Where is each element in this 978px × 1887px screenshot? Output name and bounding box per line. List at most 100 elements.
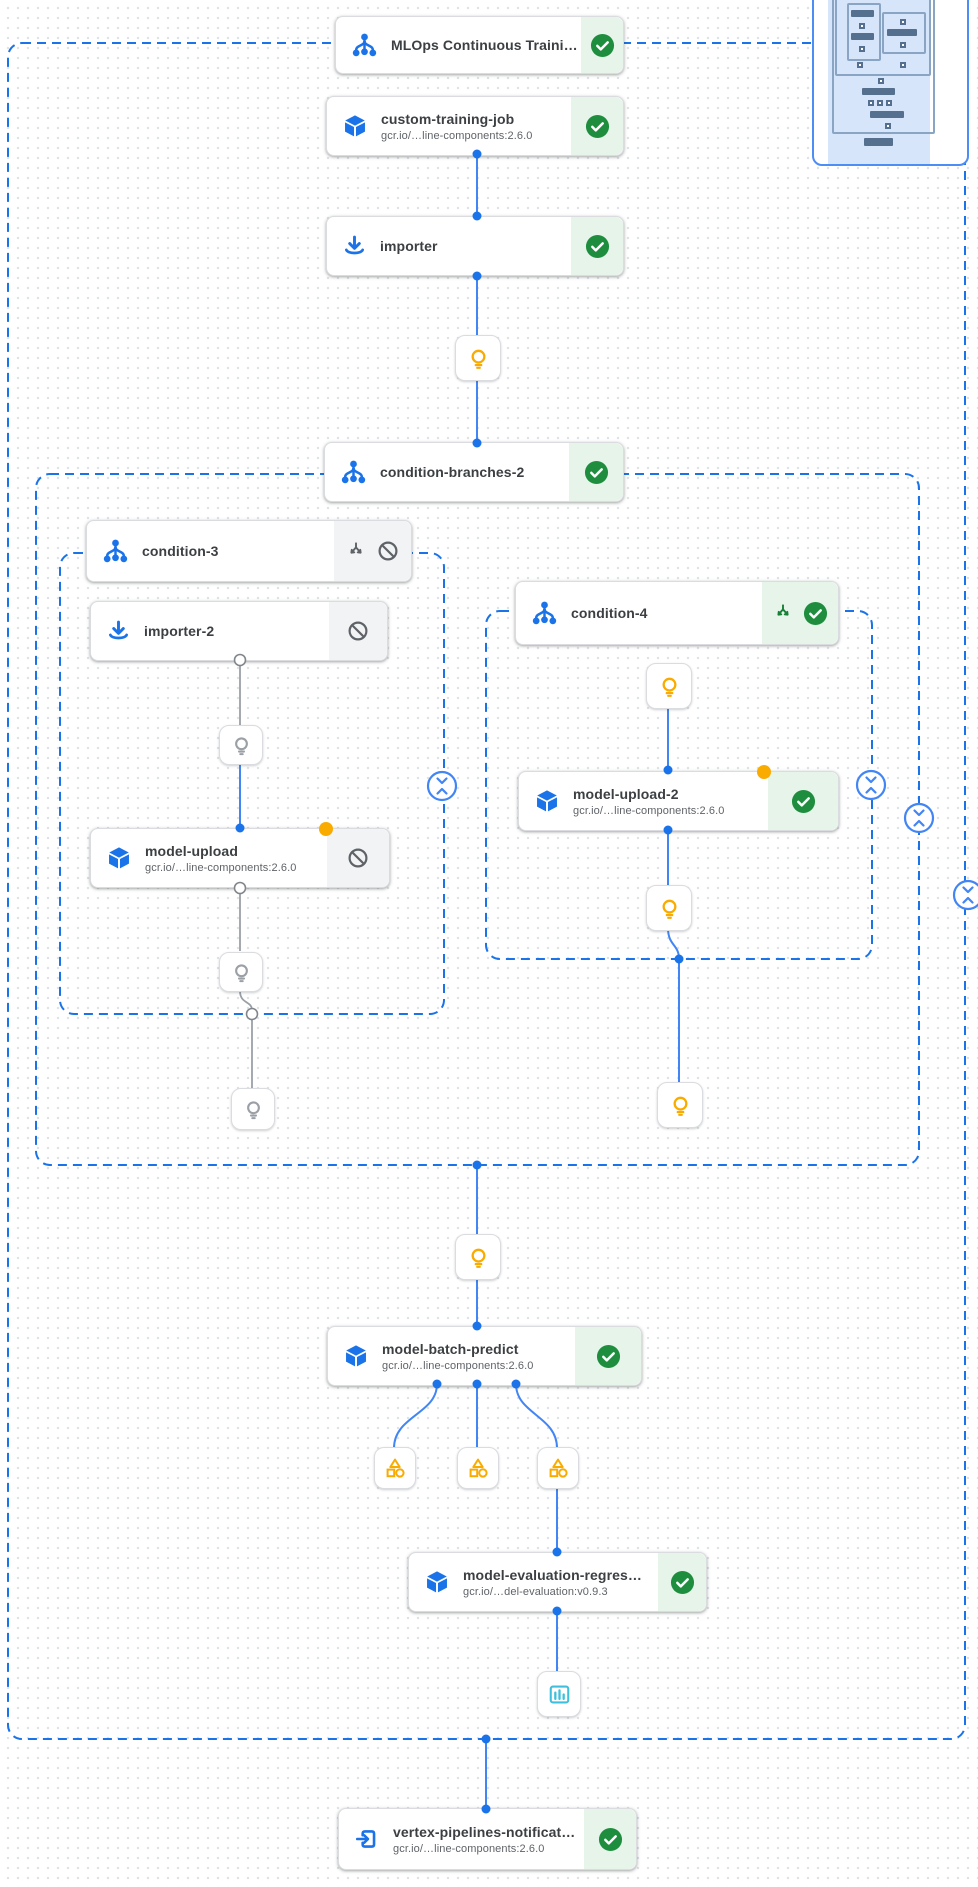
metrics-artifact-icon: [466, 1456, 490, 1480]
check-circle-icon: [590, 33, 615, 58]
status-skipped: [327, 829, 389, 887]
lightbulb-artifact-icon: [657, 896, 682, 921]
minimap[interactable]: [812, 0, 969, 166]
status-succeeded: [581, 17, 623, 73]
status-skipped: [334, 521, 411, 581]
minimap-branches-box: [835, 0, 931, 76]
collapse-button-condition-3[interactable]: [426, 770, 458, 802]
lightbulb-artifact-icon: [230, 734, 253, 757]
node-subtitle: gcr.io/…line-components:2.6.0: [382, 1359, 534, 1372]
metrics-artifact-icon: [546, 1456, 570, 1480]
status-succeeded: [575, 1327, 641, 1385]
collapse-icon: [913, 809, 925, 827]
status-succeeded: [658, 1553, 706, 1611]
artifact-bulb-importer-output[interactable]: [455, 335, 501, 381]
node-custom-training-job[interactable]: custom-training-job gcr.io/…line-compone…: [326, 96, 624, 156]
container-cube-icon: [534, 788, 560, 814]
lightbulb-artifact-icon: [242, 1098, 265, 1121]
node-importer-2[interactable]: importer-2: [90, 601, 388, 661]
collapse-icon: [865, 776, 877, 794]
node-condition-branches-2[interactable]: condition-branches-2: [324, 442, 624, 502]
status-succeeded: [768, 772, 838, 830]
node-model-upload[interactable]: model-upload gcr.io/…line-components:2.6…: [90, 828, 390, 888]
node-subtitle: gcr.io/…line-components:2.6.0: [393, 1842, 545, 1855]
artifact-bulb-model-input[interactable]: [455, 1234, 501, 1280]
artifact-bulb-condition-4-input[interactable]: [646, 663, 692, 709]
node-subtitle: gcr.io/…line-components:2.6.0: [573, 804, 725, 817]
node-subtitle: gcr.io/…line-components:2.6.0: [381, 129, 533, 142]
status-succeeded: [571, 97, 623, 155]
check-circle-icon: [596, 1344, 621, 1369]
status-skipped: [329, 602, 387, 660]
cancel-icon: [346, 846, 370, 870]
node-title: model-batch-predict: [382, 1340, 519, 1357]
artifact-bulb-model-upload-2-output[interactable]: [646, 885, 692, 931]
artifact-bulb-skipped-3[interactable]: [231, 1088, 275, 1130]
status-succeeded: [584, 1809, 636, 1869]
minimap-condition-4-box: [882, 12, 926, 54]
node-model-batch-predict[interactable]: model-batch-predict gcr.io/…line-compone…: [327, 1326, 642, 1386]
metrics-artifact-icon: [383, 1456, 407, 1480]
node-vertex-pipelines-notification[interactable]: vertex-pipelines-notificat… gcr.io/…line…: [338, 1808, 637, 1870]
pipeline-icon: [102, 538, 129, 565]
pipeline-icon: [351, 32, 378, 59]
node-title: vertex-pipelines-notificat…: [393, 1823, 576, 1840]
pipeline-icon: [340, 459, 367, 486]
lightbulb-artifact-icon: [668, 1093, 693, 1118]
branch-split-icon: [345, 540, 367, 562]
check-circle-icon: [585, 114, 610, 139]
node-title: condition-branches-2: [380, 464, 525, 480]
node-title: condition-4: [571, 605, 648, 621]
chart-artifact-icon: [547, 1682, 572, 1707]
branch-split-icon: [772, 602, 794, 624]
exit-to-app-icon: [354, 1826, 380, 1852]
node-title: MLOps Continuous Traini…: [391, 37, 578, 53]
node-title: model-upload-2: [573, 785, 679, 802]
container-cube-icon: [106, 845, 132, 871]
container-cube-icon: [343, 1343, 369, 1369]
artifact-metrics-1[interactable]: [374, 1447, 416, 1489]
check-circle-icon: [803, 601, 828, 626]
node-importer[interactable]: importer: [326, 216, 624, 276]
node-subtitle: gcr.io/…del-evaluation:v0.9.3: [463, 1585, 608, 1598]
artifact-bulb-skipped-1[interactable]: [219, 725, 263, 765]
pipeline-icon: [531, 600, 558, 627]
edges-executed: [239, 154, 680, 1809]
status-succeeded: [571, 217, 623, 275]
artifact-bulb-condition-4-output[interactable]: [657, 1082, 703, 1128]
collapse-icon: [962, 886, 974, 904]
artifact-evaluation-chart[interactable]: [537, 1671, 581, 1717]
container-cube-icon: [342, 113, 368, 139]
collapse-button-condition-branches-2[interactable]: [903, 802, 935, 834]
lightbulb-artifact-icon: [466, 1245, 491, 1270]
collapse-button-condition-4[interactable]: [855, 769, 887, 801]
status-succeeded: [762, 582, 838, 644]
artifact-metrics-3[interactable]: [537, 1447, 579, 1489]
check-circle-icon: [585, 234, 610, 259]
node-title: importer-2: [144, 623, 215, 639]
collapse-icon: [436, 777, 448, 795]
cancel-icon: [376, 539, 400, 563]
artifact-metrics-2[interactable]: [457, 1447, 499, 1489]
node-model-upload-2[interactable]: model-upload-2 gcr.io/…line-components:2…: [518, 771, 839, 831]
node-model-evaluation-regression[interactable]: model-evaluation-regres… gcr.io/…del-eva…: [408, 1552, 707, 1612]
status-succeeded: [569, 443, 623, 501]
node-condition-3[interactable]: condition-3: [86, 520, 412, 582]
check-circle-icon: [598, 1827, 623, 1852]
node-condition-4[interactable]: condition-4: [515, 581, 839, 645]
node-mlops-continuous-training[interactable]: MLOps Continuous Traini…: [335, 16, 624, 74]
node-title: model-evaluation-regres…: [463, 1566, 642, 1583]
node-title: custom-training-job: [381, 110, 515, 127]
minimap-outer-box: [832, 0, 935, 134]
importer-download-icon: [342, 234, 367, 259]
node-title: importer: [380, 238, 438, 254]
node-subtitle: gcr.io/…line-components:2.6.0: [145, 861, 297, 874]
lightbulb-artifact-icon: [230, 961, 253, 984]
collapse-button-pipeline-root[interactable]: [952, 879, 978, 911]
artifact-bulb-skipped-2[interactable]: [219, 952, 263, 992]
check-circle-icon: [584, 460, 609, 485]
lightbulb-artifact-icon: [657, 674, 682, 699]
minimap-condition-3-box: [847, 3, 881, 61]
importer-download-icon: [106, 619, 131, 644]
